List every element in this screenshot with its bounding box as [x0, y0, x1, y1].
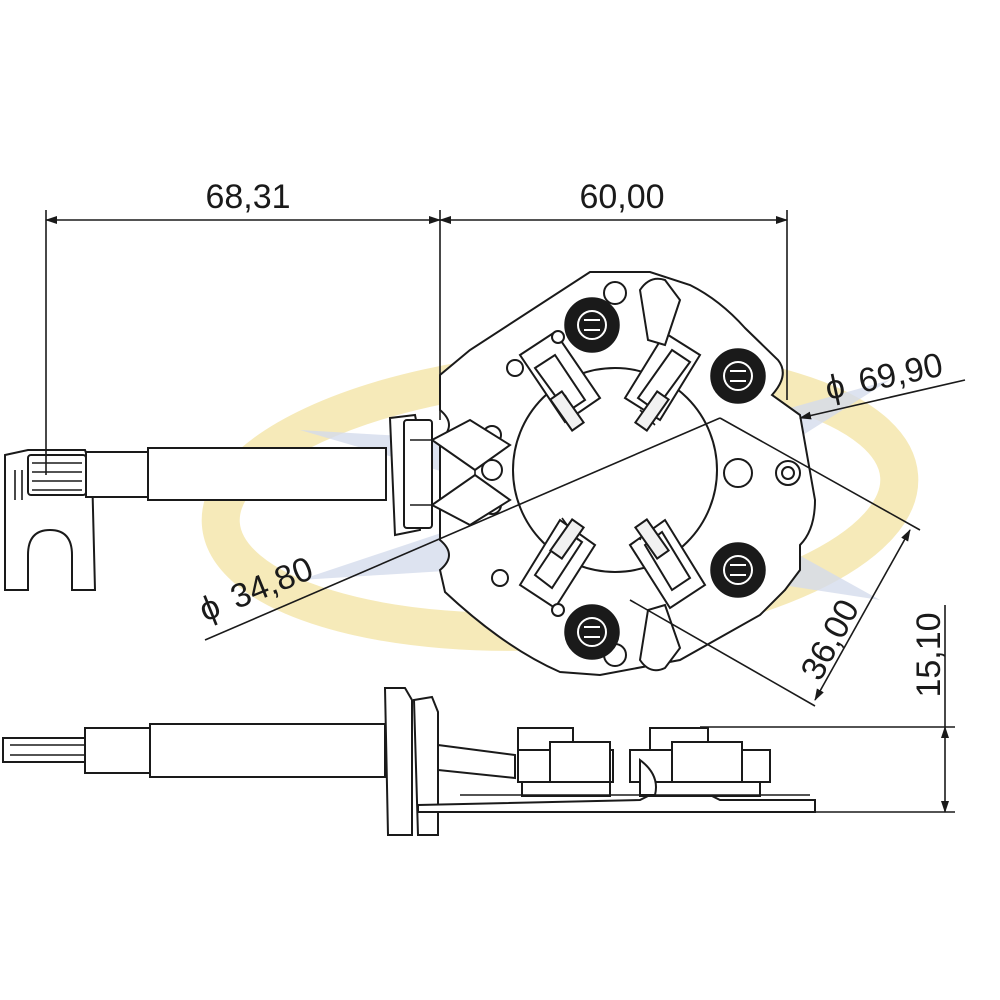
side-terminal	[2, 737, 92, 763]
cable	[147, 447, 387, 501]
dim-15-10: 15,10	[910, 612, 948, 697]
brush-holder-upper-left	[518, 330, 602, 424]
side-cable	[149, 723, 386, 778]
screw-top	[564, 297, 620, 353]
dimension-lines	[45, 210, 966, 813]
spring-lower	[603, 603, 682, 672]
dim-36-00: 36,00	[794, 593, 868, 686]
spring-upper	[603, 277, 682, 347]
top-view	[4, 271, 817, 677]
screw-right-lower	[710, 542, 766, 598]
cable-ferrule	[85, 451, 149, 498]
dim-68-31: 68,31	[205, 178, 290, 216]
dim-60-00: 60,00	[579, 178, 664, 216]
side-grommet	[383, 687, 413, 836]
screw-right-upper	[710, 348, 766, 404]
diameter-symbol-icon-2: ϕ	[194, 587, 226, 629]
screw-bottom	[564, 604, 620, 660]
mount-hole-mid	[723, 458, 753, 488]
commutator-bore	[512, 367, 718, 573]
side-view	[2, 687, 816, 836]
brush-holder-upper-right	[623, 331, 702, 426]
dim-phi-69-90: 69,90	[855, 346, 946, 401]
